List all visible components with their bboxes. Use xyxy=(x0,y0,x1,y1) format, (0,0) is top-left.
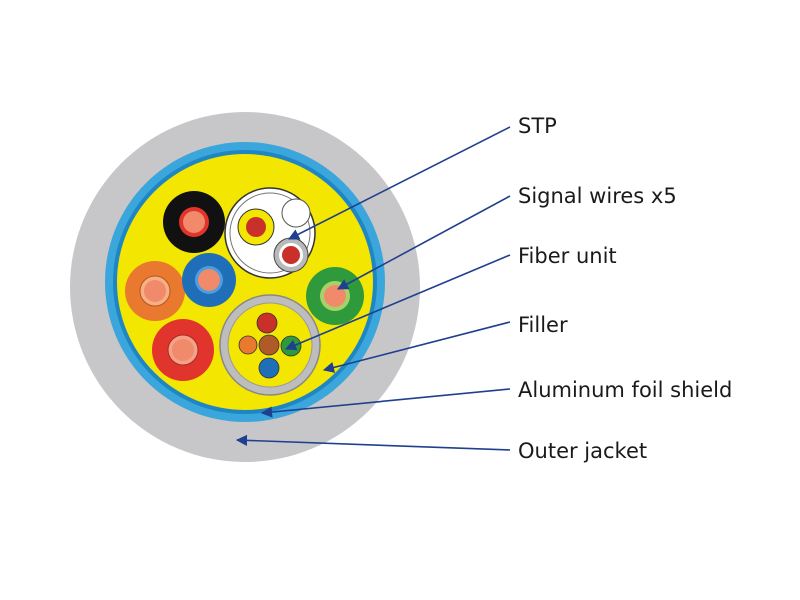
stp-leader-line xyxy=(288,126,511,240)
aluminum-foil-shield-label: Aluminum foil shield xyxy=(518,378,733,402)
aluminum-foil-shield-leader-line xyxy=(260,388,511,418)
green-wire xyxy=(306,267,364,325)
filler-label: Filler xyxy=(518,313,568,337)
red-wire xyxy=(152,319,214,381)
black-wire xyxy=(163,191,225,253)
outer-jacket-leader-line xyxy=(235,434,511,451)
signal-wires-leader-line xyxy=(337,195,511,290)
fiber-unit xyxy=(219,294,321,396)
outer-jacket-label: Outer jacket xyxy=(518,439,648,463)
stp-label: STP xyxy=(518,114,557,138)
signal-wires-label: Signal wires x5 xyxy=(518,184,677,208)
fiber-unit-label: Fiber unit xyxy=(518,244,617,268)
blue-wire xyxy=(182,253,236,307)
fiber-unit-leader-line xyxy=(284,254,511,351)
orange-wire xyxy=(125,261,185,321)
filler-leader-line xyxy=(322,321,511,373)
stp-unit xyxy=(224,187,316,279)
